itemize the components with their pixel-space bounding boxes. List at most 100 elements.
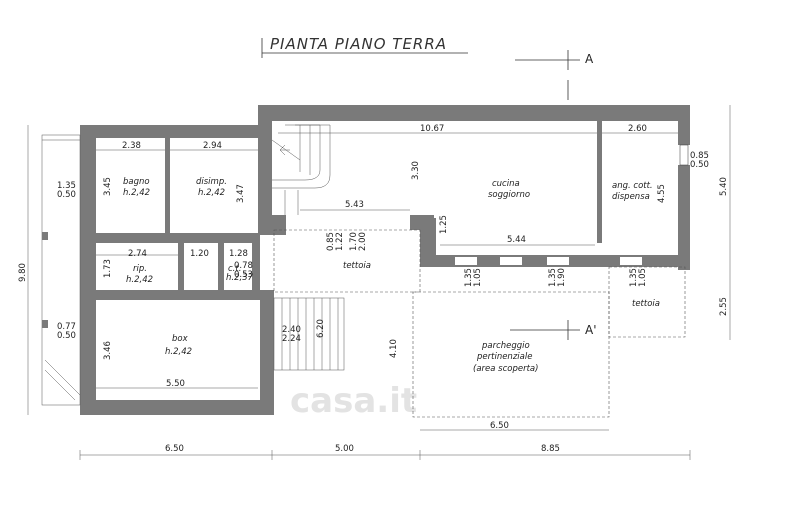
room-rip-name: rip.	[133, 264, 147, 274]
room-ct-name: c.t.	[228, 264, 241, 274]
pillar-1	[42, 232, 48, 240]
wall-right-lower	[678, 165, 690, 270]
dim-125: 1.25	[439, 215, 449, 234]
tettoia2-area	[608, 266, 686, 338]
wall-ct-right	[252, 243, 260, 290]
wall-cucina-left	[420, 218, 436, 267]
wall-cucina-nub	[410, 215, 434, 230]
wall-box-right	[260, 290, 274, 415]
wall-top-left	[80, 125, 260, 135]
room-box-height: h.2,42	[165, 347, 192, 357]
dim-410: 4.10	[389, 339, 399, 358]
room-parcheggio-l1: parcheggio	[481, 341, 530, 351]
plan-title: PIANTA PIANO TERRA	[270, 35, 447, 53]
pillar-2	[42, 320, 48, 328]
wall-mid-1	[96, 233, 260, 243]
dim-077: 0.77	[57, 322, 76, 332]
dim-135: 1.35	[57, 181, 76, 191]
dim-122: 1.22	[335, 232, 345, 251]
dim-bottom-650: 6.50	[165, 444, 184, 454]
dim-200: 2.00	[358, 232, 368, 251]
wall-inner-top	[96, 135, 260, 138]
dim-190: 1.90	[557, 268, 567, 287]
room-disimp-height: h.2,42	[198, 188, 225, 198]
watermark: casa.it	[290, 381, 417, 421]
dim-238: 2.38	[122, 141, 141, 151]
room-bagno-height: h.2,42	[123, 188, 150, 198]
wall-cucina-angolo	[597, 121, 602, 243]
wall-center-left	[258, 125, 272, 235]
dim-346: 3.46	[103, 341, 113, 360]
porch-outline	[41, 134, 81, 406]
window-2	[500, 257, 522, 265]
dim-135c: 1.35	[629, 268, 639, 287]
dim-135a: 1.35	[464, 268, 474, 287]
dim-544: 5.44	[507, 235, 526, 245]
room-box-name: box	[172, 334, 189, 344]
room-disimp-name: disimp.	[196, 177, 227, 187]
dim-1067: 10.67	[420, 124, 444, 134]
wall-ct-left	[218, 243, 224, 290]
wall-mid-2	[96, 290, 274, 300]
wall-bottom-left	[80, 400, 274, 415]
dim-255: 2.55	[719, 297, 729, 316]
section-marker-a: A	[585, 52, 594, 66]
wall-rip-right	[178, 243, 184, 290]
parcheggio-area	[412, 291, 610, 418]
dim-bottom-500: 5.00	[335, 444, 354, 454]
dim-053: 0.53	[234, 270, 253, 280]
dim-085: 0.85	[690, 151, 709, 161]
dim-050a: 0.50	[57, 190, 76, 200]
porch-stair-1	[44, 359, 81, 396]
dim-980: 9.80	[18, 263, 28, 282]
dim-294: 2.94	[203, 141, 222, 151]
room-bagno-name: bagno	[123, 177, 150, 187]
dim-650r: 6.50	[490, 421, 509, 431]
room-tettoia2: tettoia	[632, 299, 660, 309]
room-cucina-name2: soggiorno	[488, 190, 530, 200]
dim-620: 6.20	[316, 319, 326, 338]
wall-top-main	[258, 105, 688, 121]
room-ct-height: h.2,37	[226, 273, 254, 283]
dim-050b: 0.50	[57, 331, 76, 341]
dim-543: 5.43	[345, 200, 364, 210]
dim-105a: 1.05	[473, 268, 483, 287]
dim-085b: 0.85	[326, 232, 336, 251]
dim-347: 3.47	[236, 184, 246, 203]
section-marker-a2: A'	[585, 323, 597, 337]
room-parcheggio-l3: (area scoperta)	[473, 364, 538, 374]
dim-135b: 1.35	[548, 268, 558, 287]
room-angolo-name: ang. cott.	[612, 181, 653, 191]
wall-bagno-disimp	[165, 135, 170, 235]
stairs-bottom	[273, 297, 345, 371]
dim-455: 4.55	[657, 184, 667, 203]
dim-173: 1.73	[103, 259, 113, 278]
dim-105b: 1.05	[638, 268, 648, 287]
room-parcheggio-l2: pertinenziale	[476, 352, 532, 362]
dim-170: 1.70	[349, 232, 359, 251]
room-cucina-name: cucina	[492, 179, 520, 189]
dim-bottom-885: 8.85	[541, 444, 560, 454]
dim-240: 2.40	[282, 325, 301, 335]
dim-330: 3.30	[411, 161, 421, 180]
dim-550: 5.50	[166, 379, 185, 389]
dim-260: 2.60	[628, 124, 647, 134]
room-tettoia1: tettoia	[343, 261, 371, 271]
window-3	[547, 257, 569, 265]
dim-224: 2.24	[282, 334, 301, 344]
room-angolo-name2: dispensa	[612, 192, 650, 202]
dim-050c: 0.50	[690, 160, 709, 170]
dim-078: 0.78	[234, 261, 253, 271]
dim-274: 2.74	[128, 249, 147, 259]
window-4	[620, 257, 642, 265]
porch-stair-2	[44, 369, 76, 401]
dim-120: 1.20	[190, 249, 209, 259]
wall-stair-base	[272, 215, 286, 235]
wall-left	[80, 125, 96, 415]
window-right	[679, 144, 689, 166]
window-1	[455, 257, 477, 265]
tettoia-area	[273, 229, 421, 293]
dim-345: 3.45	[103, 177, 113, 196]
dim-540: 5.40	[719, 177, 729, 196]
